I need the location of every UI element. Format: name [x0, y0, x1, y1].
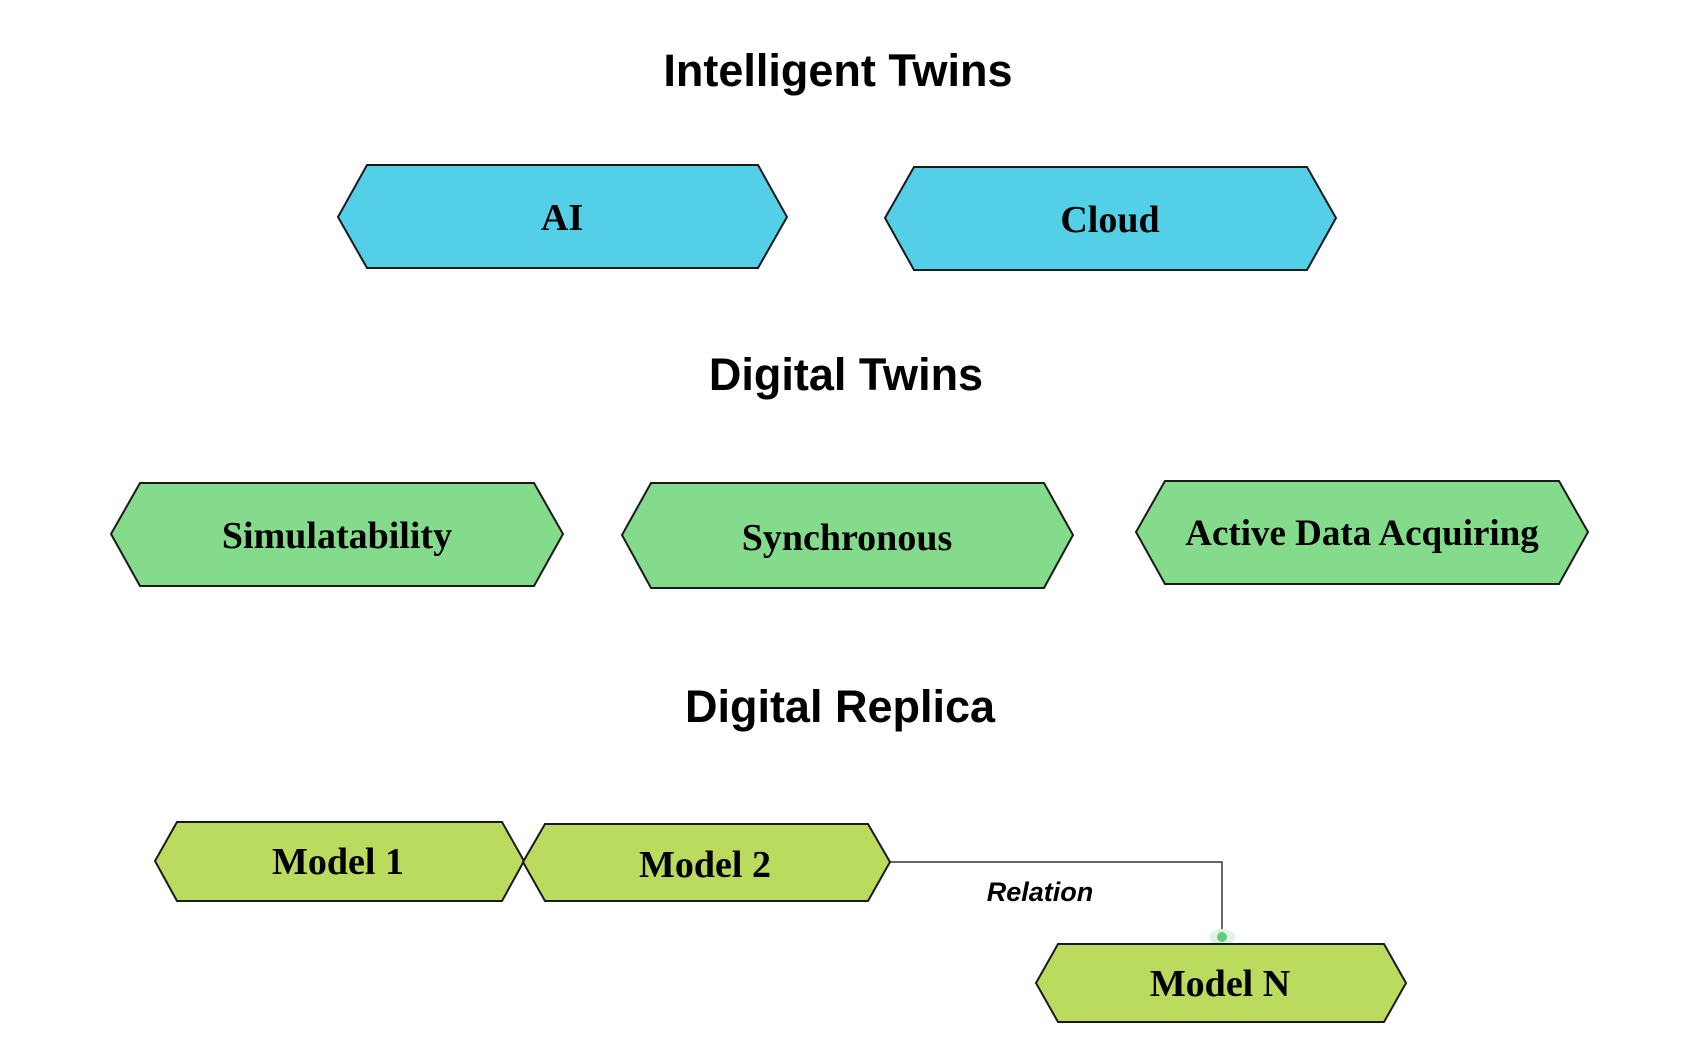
node-model-n[interactable]: Model N: [1034, 943, 1408, 1023]
node-model-n-shape: [1034, 943, 1408, 1023]
intelligent-twins-title: Intelligent Twins: [663, 45, 1012, 96]
relation-label: Relation: [987, 877, 1094, 907]
node-synchronous[interactable]: Synchronous: [620, 482, 1075, 589]
node-model-2[interactable]: Model 2: [521, 823, 892, 902]
node-ai-shape: [336, 164, 789, 269]
node-cloud[interactable]: Cloud: [883, 166, 1338, 271]
node-model-1-label: Model 1: [272, 841, 404, 883]
node-cloud-label: Cloud: [1060, 199, 1159, 241]
node-synchronous-shape: [620, 482, 1075, 589]
node-ai-label: AI: [541, 197, 583, 239]
node-active-data-acquiring[interactable]: Active Data Acquiring: [1134, 480, 1590, 585]
relation-connector[interactable]: [890, 861, 1223, 937]
node-active-data-acquiring-label: Active Data Acquiring: [1185, 513, 1539, 554]
node-simulatability[interactable]: Simulatability: [109, 482, 565, 587]
node-model-1-shape: [153, 821, 526, 902]
node-ai[interactable]: AI: [336, 164, 789, 269]
node-simulatability-label: Simulatability: [222, 515, 452, 557]
node-synchronous-label: Synchronous: [742, 517, 953, 559]
node-active-data-acquiring-shape: [1134, 480, 1590, 585]
digital-replica-title: Digital Replica: [685, 681, 996, 732]
node-simulatability-shape: [109, 482, 565, 587]
node-model-n-label: Model N: [1150, 963, 1290, 1005]
node-model-2-label: Model 2: [639, 844, 771, 886]
node-model-2-shape: [521, 823, 892, 902]
relation-endpoint-dot[interactable]: [1217, 932, 1227, 942]
node-cloud-shape: [883, 166, 1338, 271]
digital-twins-title: Digital Twins: [709, 349, 983, 400]
node-model-1[interactable]: Model 1: [153, 821, 526, 902]
